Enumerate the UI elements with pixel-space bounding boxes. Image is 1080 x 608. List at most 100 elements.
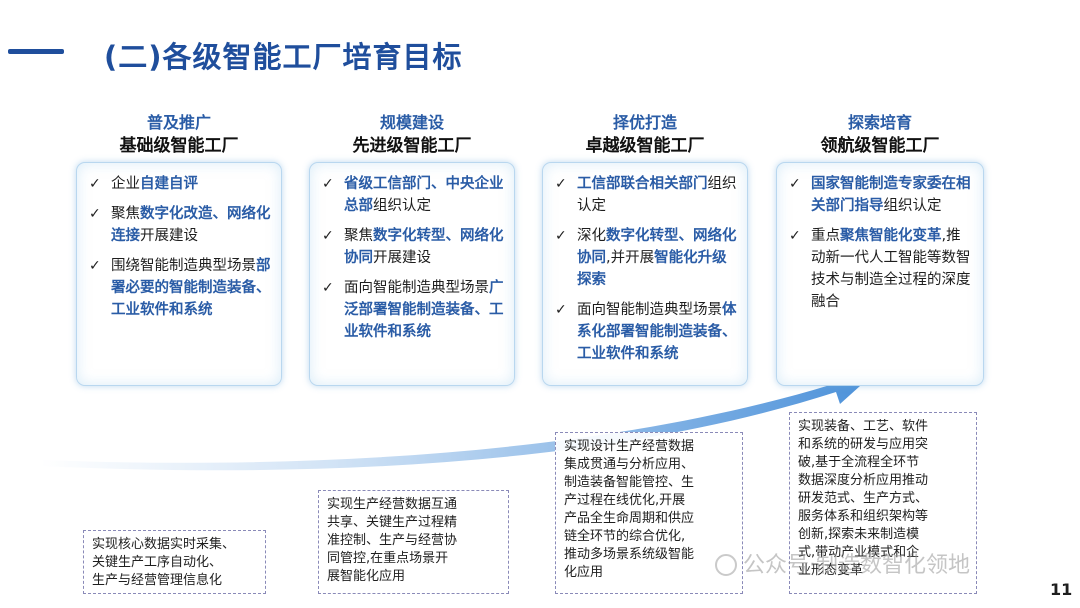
stage-label: 探索培育 — [847, 113, 912, 132]
goal-line: 同管控,在重点场景开 — [327, 551, 449, 566]
check-icon: ✓ — [555, 176, 567, 192]
highlight-text: 数字化转型、网络化协同 — [344, 228, 504, 266]
card-item: ✓ 聚焦数字化改造、网络化连接开展建设 — [87, 203, 271, 247]
check-icon: ✓ — [89, 176, 101, 192]
goal-line: 产过程在线优化,开展 — [564, 493, 686, 508]
card-item: ✓ 深化数字化转型、网络化协同,并开展智能化升级探索 — [553, 225, 737, 291]
highlight-text: 自建自评 — [140, 176, 198, 192]
goal-line: 实现设计生产经营数据 — [564, 439, 695, 454]
level-header-excellent: 择优打造 卓越级智能工厂 — [529, 112, 761, 158]
item-text: 深化 — [577, 228, 606, 244]
check-icon: ✓ — [89, 206, 101, 222]
watermark: 公众号·制造数智化领地 — [715, 547, 970, 579]
card-item: ✓ 重点聚焦智能化变革,推动新一代人工智能等数智技术与制造全过程的深度融合 — [787, 225, 973, 313]
level-label: 卓越级智能工厂 — [585, 136, 705, 156]
goal-line: 制造装备智能管控、生 — [564, 475, 695, 490]
goal-line: 集成贯通与分析应用、 — [564, 457, 695, 472]
level-label: 基础级智能工厂 — [119, 136, 239, 156]
card-item: ✓ 省级工信部门、中央企业总部组织认定 — [320, 173, 504, 217]
item-text: 企业 — [111, 176, 140, 192]
page-title: (二)各级智能工厂培育目标 — [104, 40, 463, 74]
level-header-leading: 探索培育 领航级智能工厂 — [764, 112, 996, 158]
check-icon: ✓ — [789, 228, 801, 244]
goal-line: 业形态变革 — [798, 563, 864, 578]
highlight-text: 工信部联合相关部门 — [577, 176, 708, 192]
highlight-text: 数字化转型、网络化协同 — [577, 228, 737, 266]
check-icon: ✓ — [322, 176, 334, 192]
level-header-advanced: 规模建设 先进级智能工厂 — [296, 112, 528, 158]
page-number: 11 — [1050, 580, 1073, 599]
goal-line: 实现装备、工艺、软件 — [798, 419, 929, 434]
card-item: ✓ 企业自建自评 — [87, 173, 271, 195]
highlight-text: 智能化升级探索 — [577, 250, 727, 288]
goal-line: 式,带动产业模式和企 — [798, 545, 920, 560]
item-text: 围绕智能制造典型场景 — [111, 258, 256, 274]
level-card-advanced: ✓ 省级工信部门、中央企业总部组织认定 ✓ 聚焦数字化转型、网络化协同开展建设 ✓ 面… — [309, 162, 515, 386]
card-item: ✓ 围绕智能制造典型场景部署必要的智能制造装备、工业软件和系统 — [87, 255, 271, 321]
level-card-basic: ✓ 企业自建自评 ✓ 聚焦数字化改造、网络化连接开展建设 ✓ 围绕智能制造典型场景部署… — [76, 162, 282, 386]
title-accent-bar — [8, 49, 64, 54]
goal-line: 服务体系和组织架构等 — [798, 509, 929, 524]
highlight-text: 体系化部署智能制造装备、工业软件和系统 — [577, 302, 737, 362]
item-text: ,并开展 — [606, 250, 655, 266]
goal-line: 展智能化应用 — [327, 569, 406, 584]
check-icon: ✓ — [322, 280, 334, 296]
highlight-text: 数字化改造、网络化连接 — [111, 206, 271, 244]
check-icon: ✓ — [789, 176, 801, 192]
check-icon: ✓ — [555, 302, 567, 318]
goal-line: 实现核心数据实时采集、 — [92, 537, 236, 552]
goal-line: 共享、关键生产过程精 — [327, 515, 458, 530]
goal-line: 数据深度分析应用推动 — [798, 473, 929, 488]
goal-box-excellent: 实现设计生产经营数据集成贯通与分析应用、制造装备智能管控、生产过程在线优化,开展… — [555, 432, 743, 594]
goal-box-leading: 实现装备、工艺、软件和系统的研发与应用突破,基于全流程全环节数据深度分析应用推动… — [789, 412, 977, 594]
goal-line: 生产与经营管理信息化 — [92, 573, 223, 588]
card-item: ✓ 面向智能制造典型场景体系化部署智能制造装备、工业软件和系统 — [553, 299, 737, 365]
item-text: 开展建设 — [373, 250, 431, 266]
level-header-basic: 普及推广 基础级智能工厂 — [63, 112, 295, 158]
item-text: 面向智能制造典型场景 — [577, 302, 722, 318]
stage-label: 规模建设 — [379, 113, 444, 132]
goal-line: 化应用 — [564, 565, 604, 580]
card-item: ✓ 聚焦数字化转型、网络化协同开展建设 — [320, 225, 504, 269]
item-text: 聚焦 — [111, 206, 140, 222]
item-text: 开展建设 — [140, 228, 198, 244]
goal-line: 破,基于全流程全环节 — [798, 455, 920, 470]
level-label: 领航级智能工厂 — [820, 136, 940, 156]
level-card-excellent: ✓ 工信部联合相关部门组织认定 ✓ 深化数字化转型、网络化协同,并开展智能化升级探索… — [542, 162, 748, 386]
highlight-text: 部署必要的智能制造装备、工业软件和系统 — [111, 258, 271, 318]
goal-line: 关键生产工序自动化、 — [92, 555, 223, 570]
goal-line: 研发范式、生产方式、 — [798, 491, 929, 506]
highlight-text: 省级工信部门、中央企业总部 — [344, 176, 504, 214]
goal-line: 推动多场景系统级智能 — [564, 547, 695, 562]
card-item: ✓ 面向智能制造典型场景广泛部署智能制造装备、工业软件和系统 — [320, 277, 504, 343]
check-icon: ✓ — [555, 228, 567, 244]
goal-line: 和系统的研发与应用突 — [798, 437, 929, 452]
goal-line: 产品全生命周期和供应 — [564, 511, 695, 526]
goal-line: 创新,探索未来制造模 — [798, 527, 920, 542]
goal-box-advanced: 实现生产经营数据互通共享、关键生产过程精准控制、生产与经营协同管控,在重点场景开… — [318, 490, 509, 594]
item-text: 组织认定 — [577, 176, 737, 214]
stage-label: 择优打造 — [612, 113, 677, 132]
item-text: 聚焦 — [344, 228, 373, 244]
item-text: 重点 — [811, 228, 840, 244]
item-text: 组织认定 — [883, 198, 942, 214]
check-icon: ✓ — [322, 228, 334, 244]
highlight-text: 国家智能制造专家委在相关部门指导 — [811, 176, 971, 214]
stage-label: 普及推广 — [146, 113, 211, 132]
goal-line: 实现生产经营数据互通 — [327, 497, 458, 512]
item-text: 组织认定 — [373, 198, 431, 214]
check-icon: ✓ — [89, 258, 101, 274]
card-item: ✓ 工信部联合相关部门组织认定 — [553, 173, 737, 217]
wechat-icon — [715, 554, 737, 576]
item-text: 面向智能制造典型场景 — [344, 280, 489, 296]
item-text: ,推动新一代人工智能等数智技术与制造全过程的深度融合 — [811, 228, 971, 310]
card-item: ✓ 国家智能制造专家委在相关部门指导组织认定 — [787, 173, 973, 217]
level-label: 先进级智能工厂 — [352, 136, 472, 156]
goal-line: 准控制、生产与经营协 — [327, 533, 458, 548]
goal-box-basic: 实现核心数据实时采集、关键生产工序自动化、生产与经营管理信息化 — [83, 530, 266, 594]
highlight-text: 广泛部署智能制造装备、工业软件和系统 — [344, 280, 504, 340]
highlight-text: 聚焦智能化变革 — [840, 228, 942, 244]
level-card-leading: ✓ 国家智能制造专家委在相关部门指导组织认定 ✓ 重点聚焦智能化变革,推动新一代人工… — [776, 162, 984, 386]
goal-line: 链全环节的综合优化, — [564, 529, 686, 544]
